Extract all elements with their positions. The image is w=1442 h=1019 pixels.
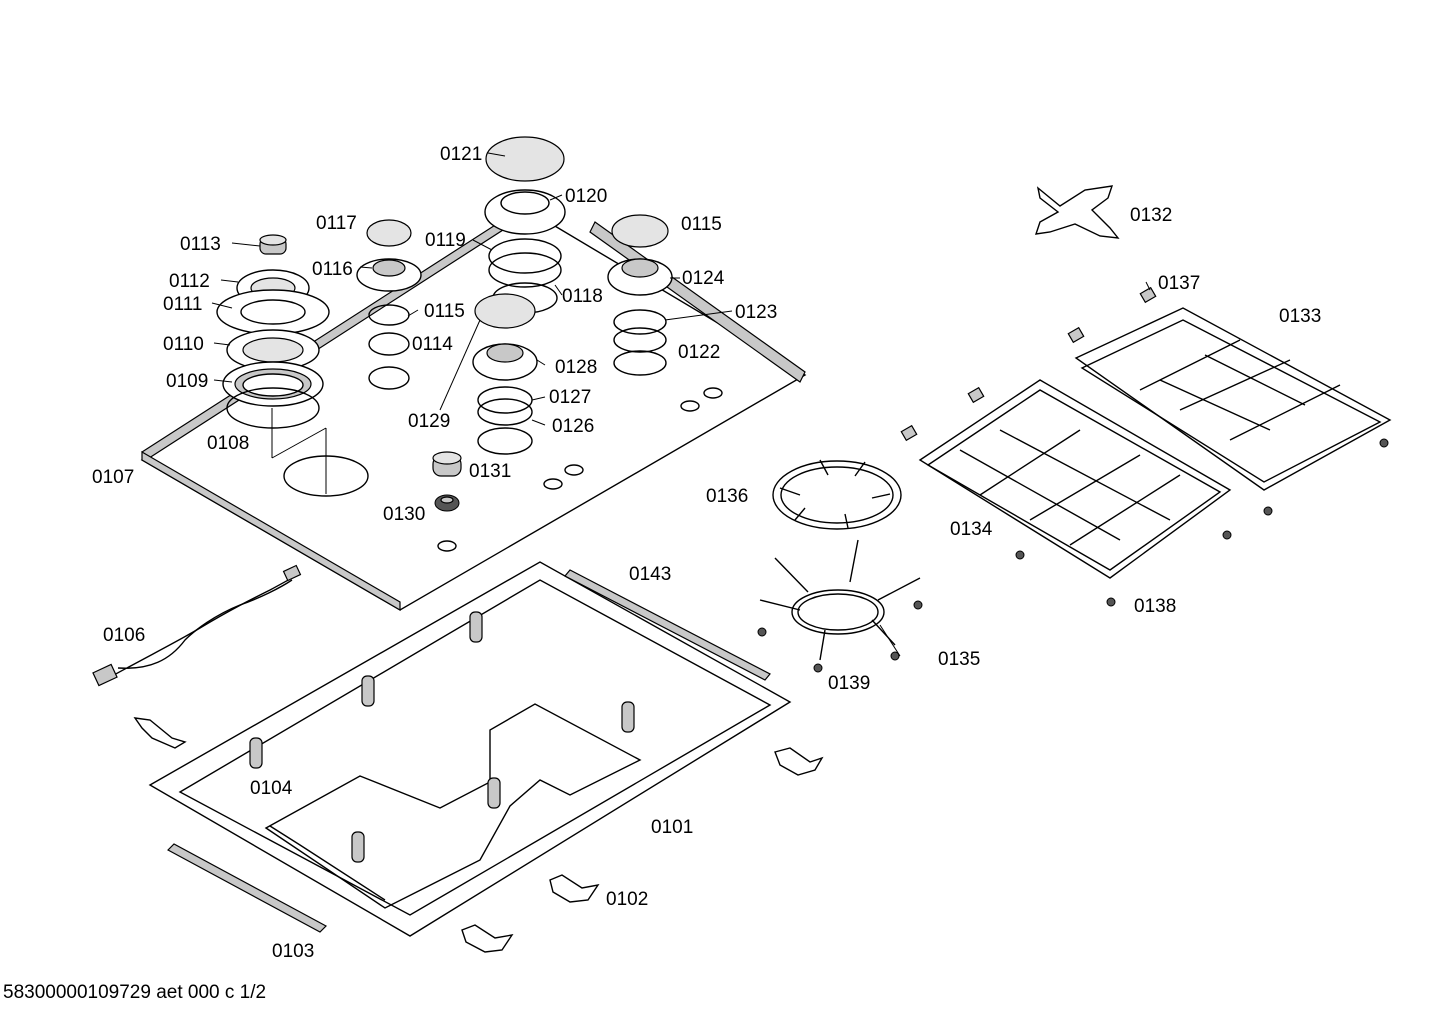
callout-0107: 0107: [92, 467, 134, 488]
callout-0110: 0110: [163, 334, 204, 355]
right-burner: [607, 214, 673, 376]
rubber-feet: [757, 438, 1389, 673]
callout-0121: 0121: [440, 144, 482, 165]
wok-support: [759, 539, 921, 661]
callout-0131: 0131: [469, 461, 511, 482]
gas-injectors: [249, 611, 635, 863]
seal-strips: [167, 569, 771, 933]
callout-0127: 0127: [549, 387, 591, 408]
callout-0122: 0122: [678, 342, 720, 363]
callout-0106: 0106: [103, 625, 145, 646]
callout-labels: 0121 0120 0117 0115 0119 0113 0116 0124 …: [92, 144, 1321, 962]
callout-0109: 0109: [166, 371, 208, 392]
wok-ring: [772, 459, 902, 530]
callout-0117: 0117: [316, 213, 357, 234]
callout-0134: 0134: [950, 519, 993, 540]
callout-0118: 0118: [562, 286, 603, 307]
fixing-brackets: [133, 717, 824, 953]
callout-0129: 0129: [408, 411, 450, 432]
power-cable: [92, 564, 302, 687]
callout-0137: 0137: [1158, 273, 1200, 294]
callout-0113: 0113: [180, 234, 221, 255]
center-top-burner: [484, 136, 566, 314]
callout-0124: 0124: [682, 268, 725, 289]
callout-0135: 0135: [938, 649, 980, 670]
callout-0126: 0126: [552, 416, 594, 437]
small-pan-support: [1034, 185, 1120, 239]
pan-support-right: [1074, 307, 1392, 491]
clips: [900, 286, 1157, 442]
left-burner-stack: [216, 234, 330, 429]
leader-lines: [211, 152, 1151, 657]
callout-0130: 0130: [383, 504, 425, 525]
callout-0128: 0128: [555, 357, 597, 378]
callout-0102: 0102: [606, 889, 648, 910]
pan-support-left: [918, 379, 1232, 579]
callout-0136: 0136: [706, 486, 748, 507]
document-id: 58300000109729 aet 000 c 1/2: [3, 982, 266, 1003]
callout-0116: 0116: [312, 259, 353, 280]
callout-0104: 0104: [250, 778, 293, 799]
small-burner-left: [356, 219, 422, 390]
callout-0133: 0133: [1279, 306, 1321, 327]
callout-0103: 0103: [272, 941, 314, 962]
callout-0143: 0143: [629, 564, 671, 585]
callout-0111: 0111: [163, 294, 202, 315]
callout-0115-b: 0115: [424, 301, 465, 322]
callout-0123: 0123: [735, 302, 777, 323]
callout-0108: 0108: [207, 433, 249, 454]
callout-0115-a: 0115: [681, 214, 722, 235]
hob-top-plate: [140, 203, 807, 612]
callout-0132: 0132: [1130, 205, 1172, 226]
callout-0138: 0138: [1134, 596, 1176, 617]
callout-0120: 0120: [565, 186, 607, 207]
callout-0114: 0114: [412, 334, 453, 355]
callout-0139: 0139: [828, 673, 870, 694]
middle-burner: [472, 293, 538, 455]
callout-0101: 0101: [651, 817, 693, 838]
callout-0119: 0119: [425, 230, 466, 251]
callout-0112: 0112: [169, 271, 210, 292]
control-knobs: [432, 451, 462, 512]
bottom-tray: [148, 561, 792, 937]
